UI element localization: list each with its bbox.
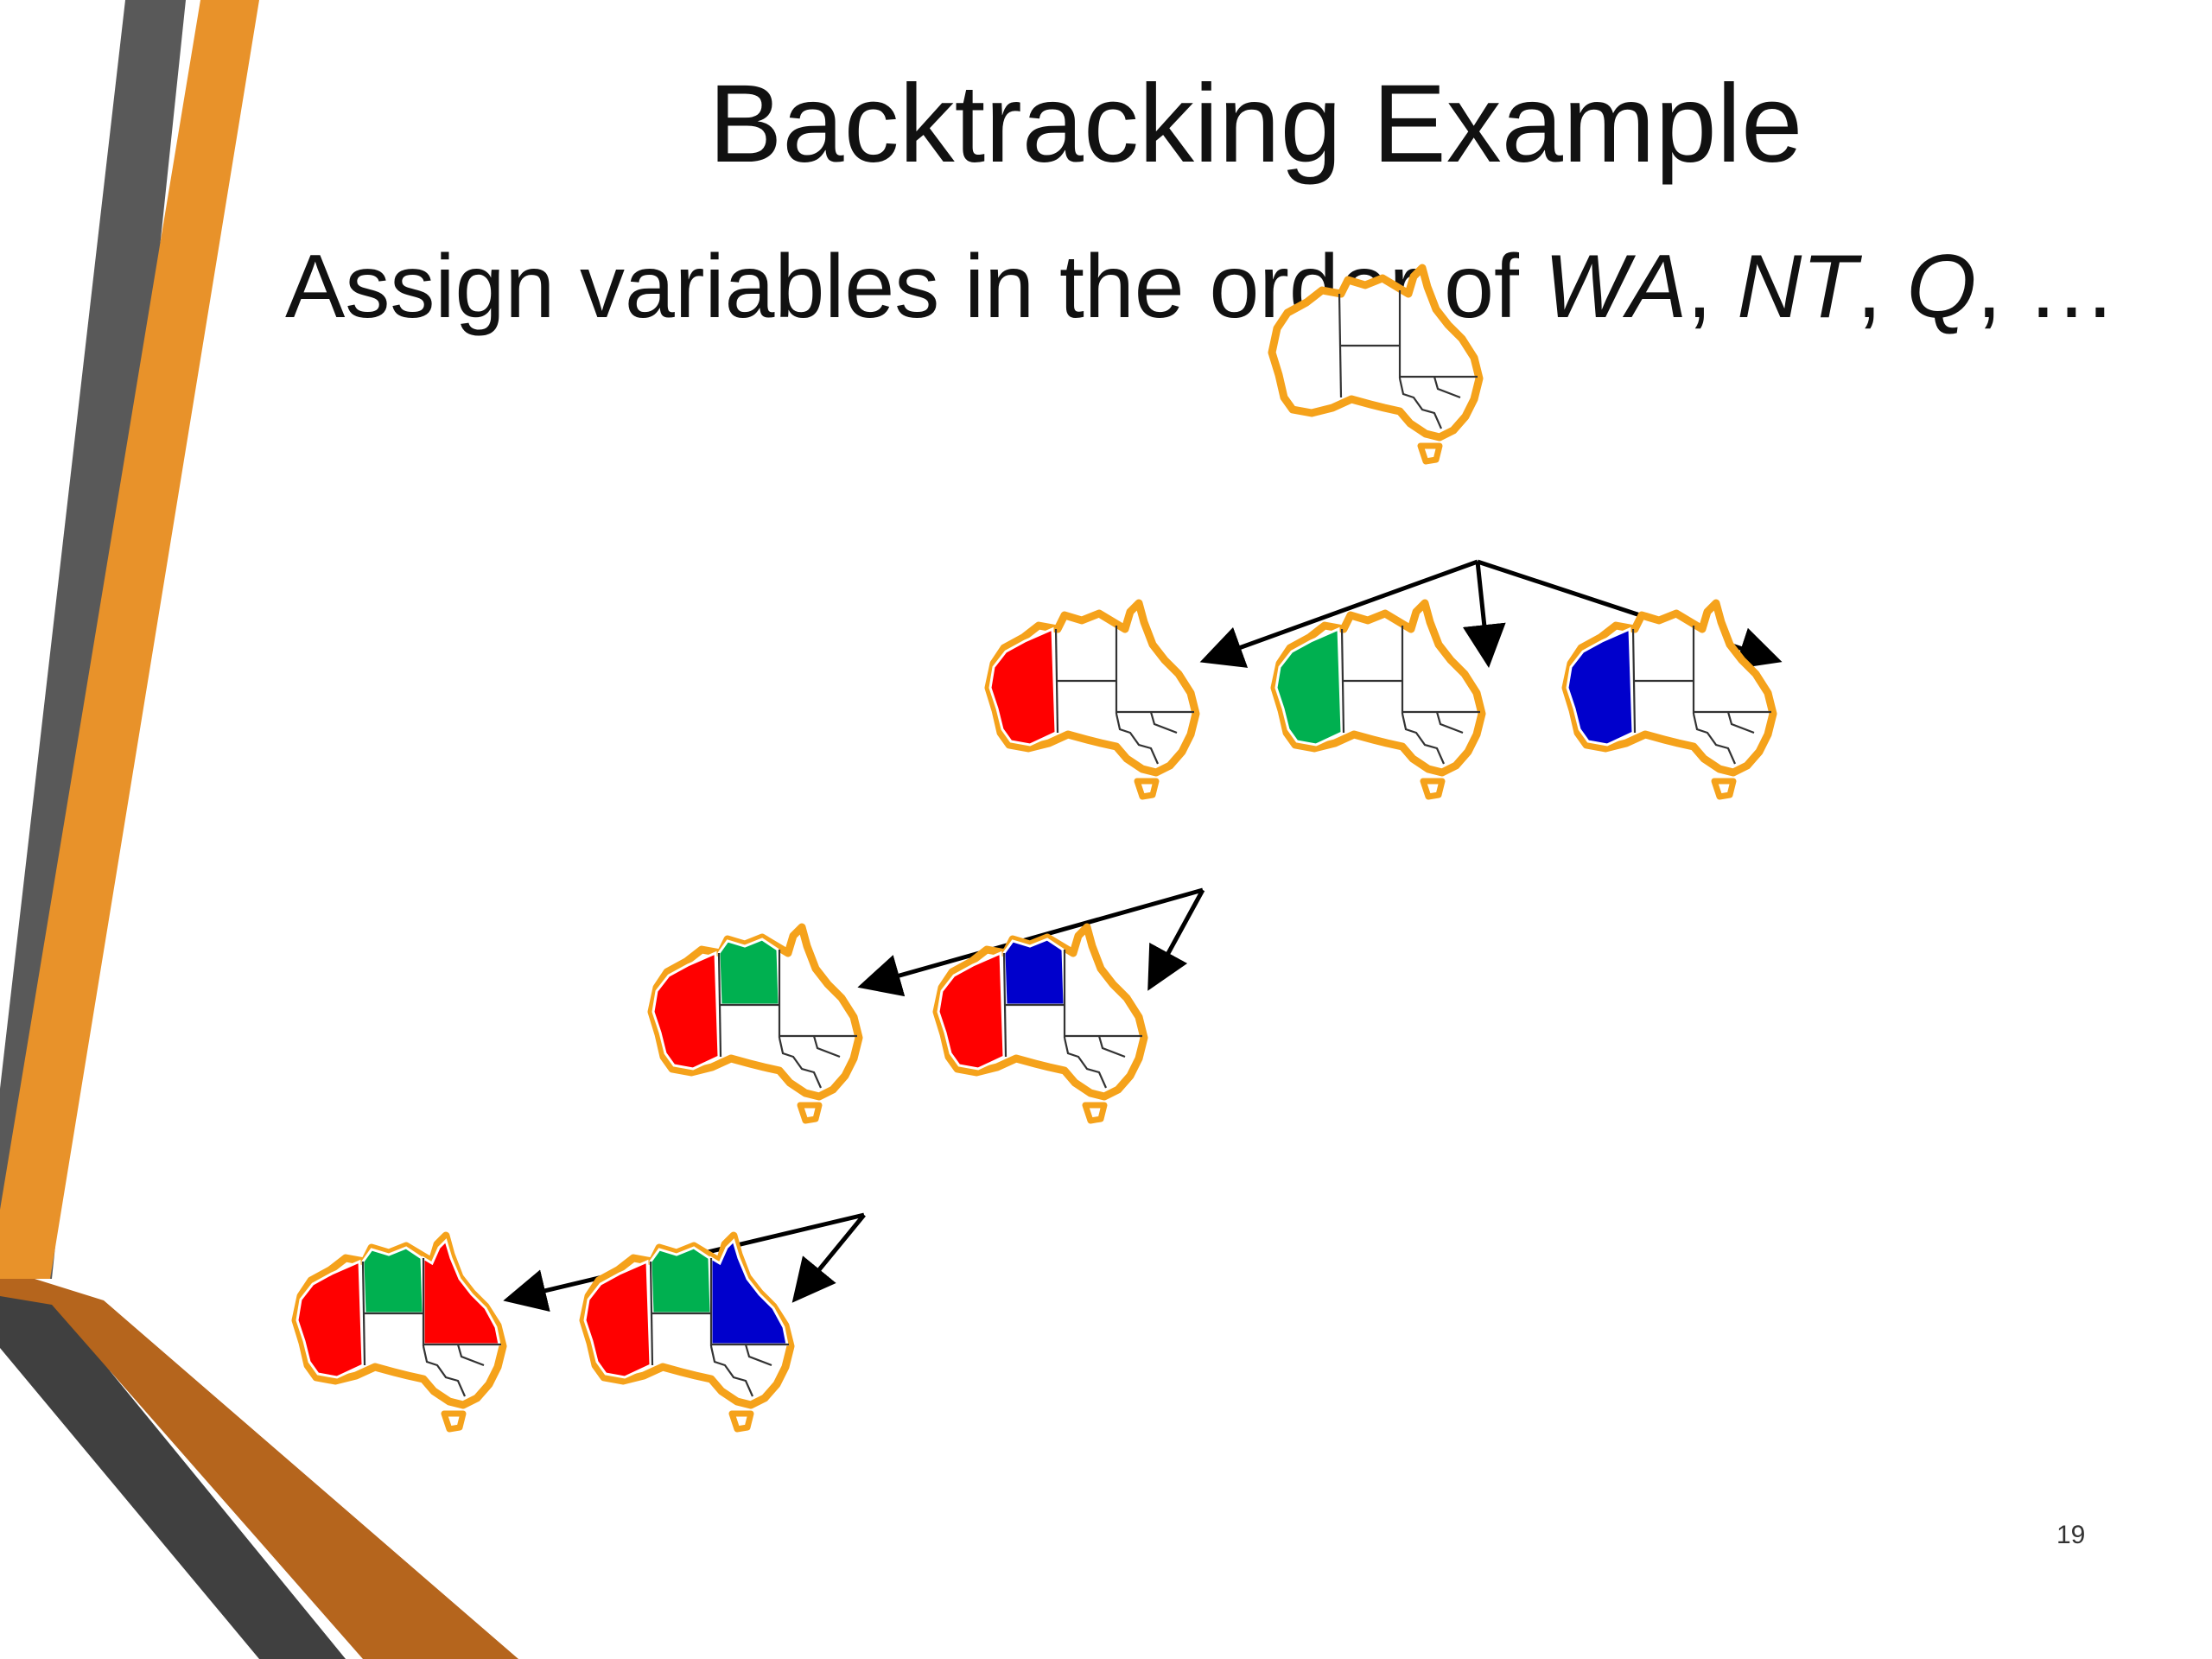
state-border bbox=[1692, 713, 1737, 765]
region-wa-red bbox=[937, 950, 1006, 1071]
state-border bbox=[1097, 1035, 1126, 1058]
region-nt-blue bbox=[1002, 938, 1066, 1007]
slide-title: Backtracking Example bbox=[709, 62, 1803, 186]
subtitle-suffix: , … bbox=[1976, 237, 2117, 337]
tasmania bbox=[797, 1102, 823, 1124]
region-wa-green bbox=[1274, 626, 1344, 747]
australia-map-wa-blue bbox=[1561, 599, 1777, 800]
state-border bbox=[1726, 711, 1755, 734]
australia-map-root bbox=[1268, 264, 1484, 465]
tree-edge-root-to-wa-red bbox=[1199, 559, 1478, 668]
region-nt-green bbox=[717, 938, 781, 1007]
tasmania bbox=[1711, 778, 1737, 800]
australia-map-wa-red-nt-blue bbox=[932, 923, 1148, 1124]
state-border bbox=[1002, 952, 1007, 1058]
tasmania bbox=[1134, 778, 1160, 800]
australia-map-wa-green bbox=[1270, 599, 1486, 800]
tree-edge-root-to-wa-green bbox=[1462, 561, 1506, 668]
region-nt-green bbox=[361, 1246, 425, 1315]
state-border bbox=[717, 952, 722, 1058]
state-border bbox=[649, 1261, 654, 1366]
state-border bbox=[1433, 376, 1461, 399]
dark-stripe-bottom bbox=[0, 1279, 346, 1659]
tree-edge-wa-red-to-wa-red-nt-green bbox=[857, 887, 1204, 997]
state-border bbox=[422, 1345, 467, 1397]
region-wa-blue bbox=[1566, 626, 1635, 747]
region-nt-green bbox=[649, 1246, 713, 1315]
region-wa-red bbox=[296, 1259, 365, 1379]
brown-stripe-bottom bbox=[0, 1279, 518, 1659]
state-border bbox=[1435, 711, 1464, 734]
state-border bbox=[1340, 628, 1345, 734]
state-border bbox=[1149, 711, 1178, 734]
state-border bbox=[1398, 378, 1443, 429]
state-border bbox=[709, 1345, 754, 1397]
state-border bbox=[361, 1261, 366, 1366]
tree-edge-wa-red-to-wa-red-nt-blue bbox=[1147, 888, 1205, 991]
region-q-blue bbox=[709, 1238, 789, 1346]
region-wa-red bbox=[652, 950, 721, 1071]
map-outline bbox=[1268, 264, 1484, 442]
region-wa-red bbox=[583, 1259, 652, 1379]
state-border bbox=[1338, 293, 1343, 398]
region-wa-red bbox=[988, 626, 1058, 747]
orange-stripe-left bbox=[0, 0, 259, 1279]
state-border bbox=[1063, 1037, 1108, 1089]
state-border bbox=[456, 1344, 485, 1367]
state-border bbox=[1631, 628, 1637, 734]
australia-map-wa-red-nt-green-q-red bbox=[291, 1231, 507, 1433]
region-q-red bbox=[422, 1238, 501, 1346]
tasmania bbox=[1420, 778, 1446, 800]
state-border bbox=[1401, 713, 1446, 765]
page-number: 19 bbox=[2056, 1521, 2086, 1549]
subtitle-sep-2: , bbox=[1856, 237, 1907, 337]
subtitle-sep-1: , bbox=[1687, 237, 1738, 337]
tree-edge-wa-red-nt-green-to-wa-red-nt-green-q-blue bbox=[791, 1213, 866, 1303]
tree-nodes bbox=[291, 264, 1777, 1433]
state-border bbox=[778, 1037, 823, 1089]
state-border bbox=[1115, 713, 1160, 765]
state-border bbox=[812, 1035, 841, 1058]
australia-map-wa-red-nt-green-q-blue bbox=[579, 1231, 795, 1433]
state-border bbox=[1054, 628, 1059, 734]
subtitle-var-nt: NT bbox=[1737, 237, 1857, 337]
tasmania bbox=[1417, 442, 1443, 465]
subtitle-var-q: Q bbox=[1906, 237, 1977, 337]
tasmania bbox=[728, 1410, 754, 1433]
tasmania bbox=[1082, 1102, 1108, 1124]
australia-map-wa-red-nt-green bbox=[647, 923, 863, 1124]
australia-map-wa-red bbox=[984, 599, 1200, 800]
state-border bbox=[744, 1344, 772, 1367]
subtitle-var-wa: WA bbox=[1543, 237, 1688, 337]
tasmania bbox=[441, 1410, 467, 1433]
